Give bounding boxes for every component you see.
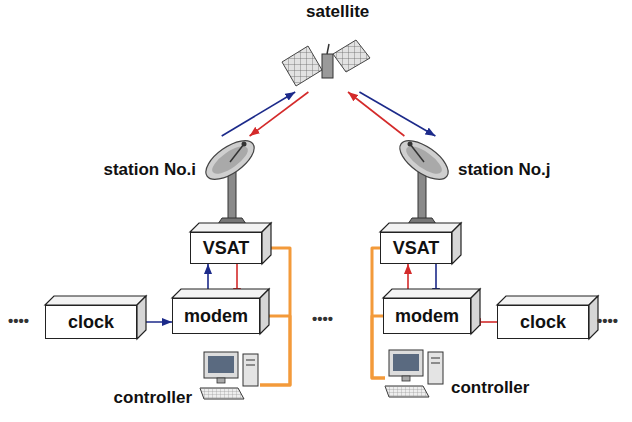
- box-top-face: [190, 223, 271, 232]
- box-label: VSAT: [393, 238, 440, 259]
- box-top-face: [45, 296, 146, 305]
- controller-pc: controller: [200, 352, 260, 402]
- satellite-node: satellite: [282, 40, 370, 92]
- box-label: modem: [395, 306, 459, 327]
- node-label: controller: [114, 388, 192, 408]
- earth-station: station No.j: [392, 136, 454, 218]
- box-side-face: [589, 296, 598, 339]
- box-side-face: [137, 296, 146, 339]
- node-label: satellite: [306, 2, 369, 22]
- box-top-face: [380, 223, 461, 232]
- continuation-dots: ••••: [597, 312, 618, 329]
- node-label: station No.i: [103, 160, 196, 180]
- node-label: station No.j: [458, 160, 551, 180]
- box-top-face: [497, 296, 598, 305]
- clock-box: clock: [45, 305, 137, 339]
- dish-antenna: [200, 133, 261, 224]
- box-label: clock: [68, 312, 114, 333]
- box-side-face: [260, 289, 269, 334]
- continuation-dots: ••••: [312, 310, 333, 327]
- box-label: VSAT: [203, 238, 250, 259]
- signal-arrow: [359, 92, 435, 136]
- vsat-box: VSAT: [190, 232, 262, 264]
- vsat-box: VSAT: [380, 232, 452, 264]
- node-label: controller: [451, 378, 529, 398]
- box-side-face: [262, 223, 271, 264]
- clock-box: clock: [497, 305, 589, 339]
- box-label: modem: [184, 306, 248, 327]
- box-top-face: [383, 289, 480, 298]
- modem-box: modem: [383, 298, 471, 334]
- computer-icon: [385, 350, 443, 397]
- satellite-icon: [282, 40, 370, 86]
- signal-arrow: [250, 92, 309, 136]
- control-line: [260, 248, 290, 385]
- controller-pc: controller: [385, 350, 445, 400]
- dish-antenna: [394, 133, 455, 224]
- box-side-face: [452, 223, 461, 264]
- earth-station: station No.i: [200, 136, 262, 218]
- box-top-face: [172, 289, 269, 298]
- continuation-dots: ••••: [8, 312, 29, 329]
- modem-box: modem: [172, 298, 260, 334]
- box-label: clock: [520, 312, 566, 333]
- box-side-face: [471, 289, 480, 334]
- computer-icon: [200, 352, 258, 399]
